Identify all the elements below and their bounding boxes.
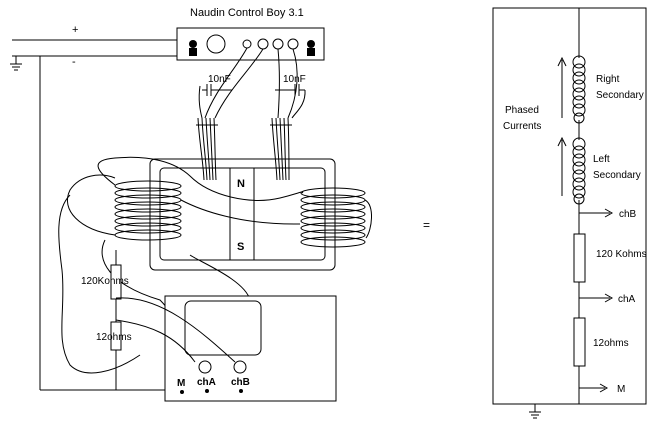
- equiv-resistor-bottom: [573, 317, 586, 367]
- left-secondary-label-1: Left: [593, 154, 610, 165]
- phased-currents-label-1: Phased: [505, 105, 539, 116]
- capacitor-left: [202, 84, 232, 96]
- primary-bundle-left: [196, 117, 218, 181]
- controller-leads: [198, 47, 306, 119]
- magnet-north-label: N: [237, 178, 245, 190]
- equiv-chb-tap: [579, 208, 614, 218]
- right-secondary-label-2: Secondary: [596, 90, 644, 101]
- up-arrow-upper: [557, 56, 567, 118]
- equiv-resistor-bottom-label: 12ohms: [593, 338, 629, 349]
- equivalent-frame: [492, 7, 647, 405]
- scope-cha-label: chA: [197, 377, 216, 388]
- controller-title: Naudin Control Boy 3.1: [190, 7, 304, 19]
- magnet-south-label: S: [237, 241, 244, 253]
- magnet: [229, 167, 255, 261]
- equiv-resistor-top-label: 120 Kohms: [596, 249, 647, 260]
- equiv-cha-tap: [579, 293, 614, 303]
- equiv-resistor-top: [573, 233, 586, 283]
- equiv-right-secondary-coil: [572, 55, 586, 124]
- supply-minus-label: -: [72, 56, 76, 68]
- left-secondary-label-2: Secondary: [593, 170, 641, 181]
- equiv-cha-label: chA: [618, 294, 636, 305]
- scope-m-label: M: [177, 378, 185, 389]
- equivalent-wire: [529, 8, 580, 419]
- primary-bundle-right: [270, 117, 292, 181]
- equals-sign: =: [423, 218, 430, 232]
- equiv-chb-label: chB: [619, 209, 637, 220]
- oscilloscope: [115, 295, 337, 402]
- secondary-coil-right: [300, 187, 366, 248]
- capacitor-left-label: 10nF: [208, 74, 231, 85]
- supply-plus-label: +: [72, 24, 78, 36]
- equiv-m-label: M: [617, 384, 625, 395]
- phased-currents-label-2: Currents: [503, 121, 541, 132]
- resistor-top-label: 120Kohms: [81, 276, 129, 287]
- equiv-left-secondary-coil: [572, 137, 586, 205]
- resistor-chain: [110, 250, 122, 390]
- scope-chb-label: chB: [231, 377, 250, 388]
- secondary-coil-left: [114, 180, 182, 241]
- capacitor-right-label: 10nF: [283, 74, 306, 85]
- right-secondary-label-1: Right: [596, 74, 620, 85]
- secondary-wiring: [58, 156, 372, 374]
- equiv-m-tap: [579, 383, 609, 393]
- up-arrow-lower: [557, 136, 567, 196]
- supply-lines: [10, 39, 182, 391]
- resistor-bottom-label: 12ohms: [96, 332, 132, 343]
- controller-box: [176, 27, 325, 61]
